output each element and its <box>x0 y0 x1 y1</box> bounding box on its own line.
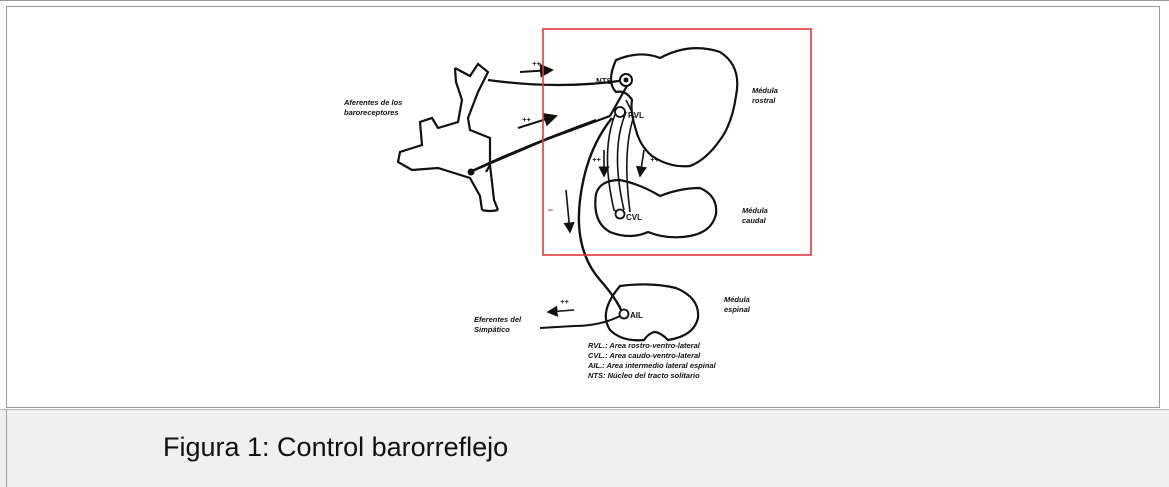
sign-efferent: ++ <box>560 297 569 306</box>
sign-descending: -- <box>548 205 553 214</box>
label-medula-rostral-line2: rostral <box>752 96 776 105</box>
label-medula-espinal-line1: Médula <box>724 295 750 304</box>
highlight-box <box>543 29 811 255</box>
legend-nts: NTS: Núcleo del tracto solitario <box>588 371 700 380</box>
aortic-arch-vessel <box>398 64 498 211</box>
afferent-arrow-upper <box>520 70 552 72</box>
label-cvl: CVL <box>626 213 642 222</box>
rvl-nucleus <box>615 107 625 117</box>
sign-cvl-left: ++ <box>592 155 601 164</box>
sign-afferent-lower: ++ <box>522 115 531 124</box>
label-ail: AIL <box>630 311 643 320</box>
label-rvl: RVL <box>628 111 644 120</box>
label-aferentes-line1: Aferentes de los <box>343 98 402 107</box>
figure-caption: Figura 1: Control barorreflejo <box>163 432 508 463</box>
label-aferentes-line2: baroreceptores <box>344 108 399 117</box>
label-medula-espinal-line2: espinal <box>724 305 751 314</box>
label-medula-caudal-line1: Médula <box>742 206 768 215</box>
legend-cvl: CVL.: Area caudo-ventro-lateral <box>588 351 701 360</box>
cvl-rvl-arrow-right <box>640 150 644 176</box>
sign-cvl-right: ++ <box>650 155 659 164</box>
ail-nucleus <box>620 310 629 319</box>
afferent-node <box>468 169 475 176</box>
cvl-nucleus <box>616 210 625 219</box>
label-eferentes-line1: Eferentes del <box>474 315 522 324</box>
nts-nucleus-core <box>624 78 629 83</box>
caption-row: Figura 1: Control barorreflejo <box>0 409 1169 487</box>
caption-row-border <box>6 410 7 487</box>
baroreflex-diagram: Aferentes de los baroreceptores NTS RVL … <box>0 0 1169 409</box>
sign-afferent-upper: ++ <box>532 59 541 68</box>
label-medula-caudal-line2: caudal <box>742 216 767 225</box>
descending-arrow <box>566 190 570 232</box>
label-medula-rostral-line1: Médula <box>752 86 778 95</box>
label-nts: NTS <box>596 77 613 86</box>
legend-rvl: RVL.: Area rostro-ventro-lateral <box>588 341 701 350</box>
efferent-arrow <box>548 310 574 312</box>
label-eferentes-line2: Simpático <box>474 325 510 334</box>
legend-ail: AIL.: Area intermedio lateral espinal <box>587 361 717 370</box>
